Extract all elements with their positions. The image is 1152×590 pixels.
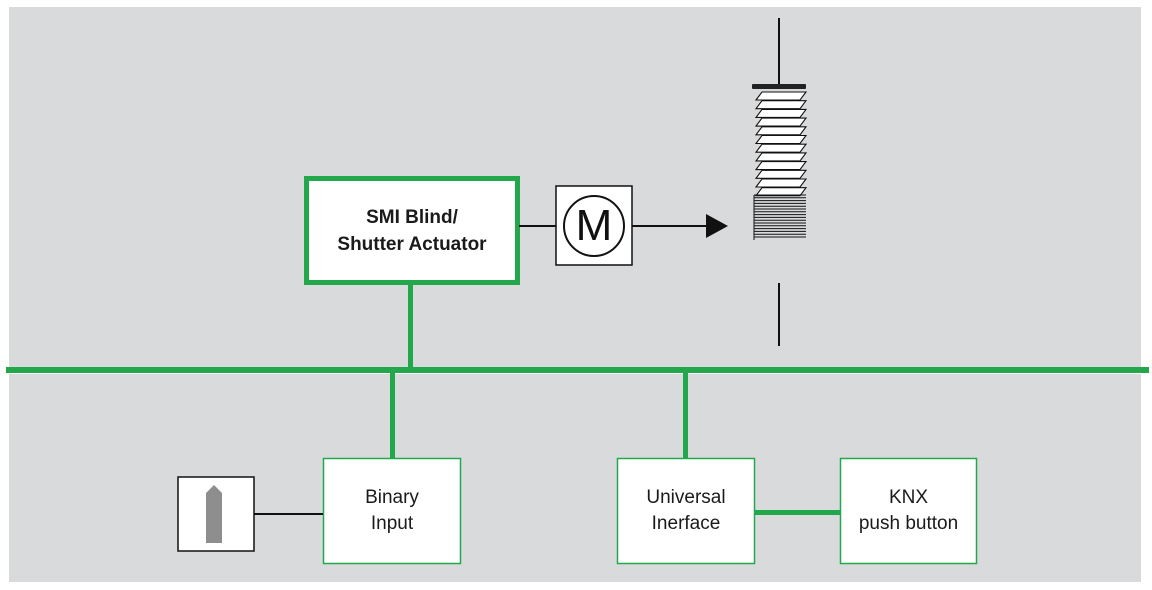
binary-input-bus-connector [390,372,395,458]
actuator-box [304,176,520,285]
universal-interface-box [616,457,756,565]
actuator-bus-connector [408,284,413,368]
motor-icon [555,185,633,266]
venetian-blind-icon [752,18,808,346]
binary-input-box [322,457,462,565]
interface-bus-connector [683,372,688,458]
knx-bus-line [6,367,1149,373]
motor-arrow-head [706,214,728,238]
sensor-icon [177,476,255,552]
interface-button-connector [754,510,840,515]
knx-button-box [839,457,978,565]
